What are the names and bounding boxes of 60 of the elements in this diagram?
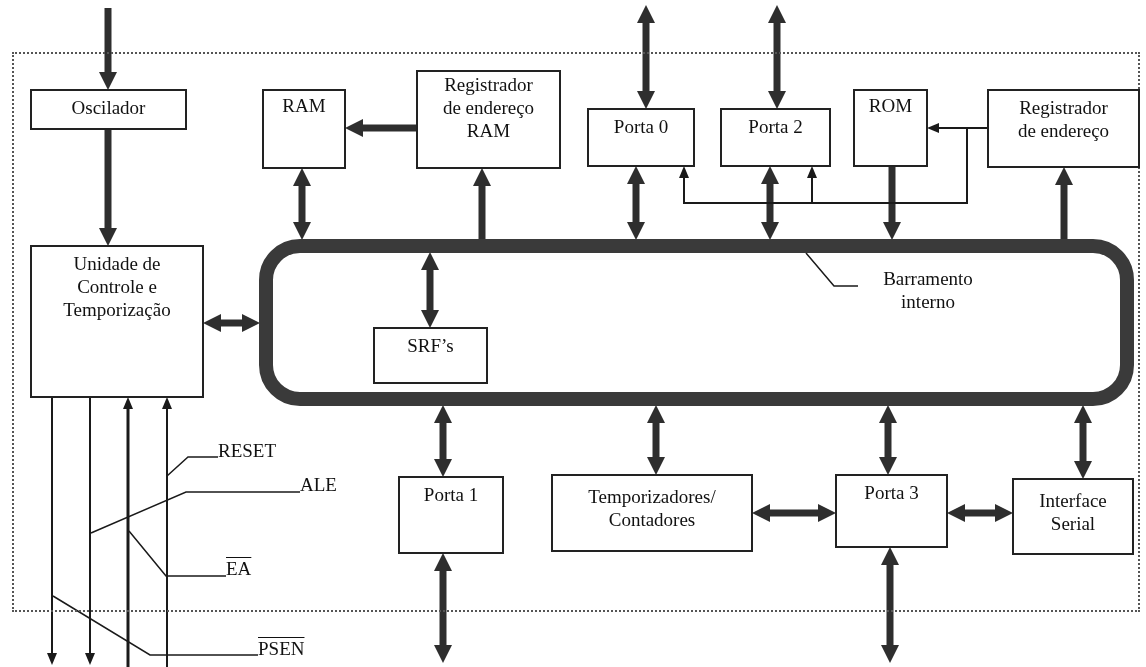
block-box [587,108,695,167]
double-arrow [627,166,645,240]
double-arrow [647,405,665,475]
double-arrow [434,553,452,663]
block-label: Unidade de Controle e Temporização [62,253,172,322]
block-label: Porta 1 [423,484,479,507]
double-arrow [1074,405,1092,479]
block-box [30,245,204,398]
double-arrow [761,166,779,240]
block-box [30,89,187,130]
block-box [416,70,561,169]
block-label: SRF’s [407,335,454,358]
block-label: Porta 3 [864,482,919,505]
leader-line [166,456,219,477]
block-box [398,476,504,554]
block-box [262,89,346,169]
double-arrow [881,547,899,663]
signal-label: RESET [218,440,277,463]
double-arrow [947,504,1013,522]
block-label: RAM [282,95,326,118]
leader-line [52,595,259,656]
arrow [85,397,95,665]
bus-band [259,239,1134,406]
arrow [1055,167,1073,239]
double-arrow [879,405,897,475]
block-label: Oscilador [71,97,146,120]
signal-label: EA [226,558,252,581]
double-arrow [421,252,439,328]
block-box [720,108,831,167]
bus-label: Barramento interno [858,268,998,314]
block-label: Temporizadores/ Contadores [587,486,717,532]
double-arrow [203,314,260,332]
leader-line [805,252,859,287]
arrow [47,397,57,665]
double-arrow [768,5,786,109]
block-box [1012,478,1134,555]
block-label: Porta 2 [748,116,803,139]
arrow [162,397,172,667]
arrow [123,397,133,667]
block-label: Registrador de endereço [1016,97,1111,143]
double-arrow [434,405,452,477]
leader-line [128,530,227,577]
block-label: ROM [868,95,913,118]
double-arrow [293,168,311,240]
block-box [551,474,753,552]
signal-label: ALE [300,474,337,497]
block-box [373,327,488,384]
block-label: Porta 0 [613,116,669,139]
block-label: Interface Serial [1038,490,1108,536]
block-box [835,474,948,548]
double-arrow [752,504,836,522]
double-arrow [637,5,655,109]
signal-label: PSEN [258,638,305,661]
leader-line [90,491,301,534]
block-box [853,89,928,167]
block-label: Registrador de endereço RAM [441,74,536,143]
arrow [473,168,491,239]
arrow [345,119,416,137]
chip-boundary [12,52,1140,612]
block-box [987,89,1140,168]
